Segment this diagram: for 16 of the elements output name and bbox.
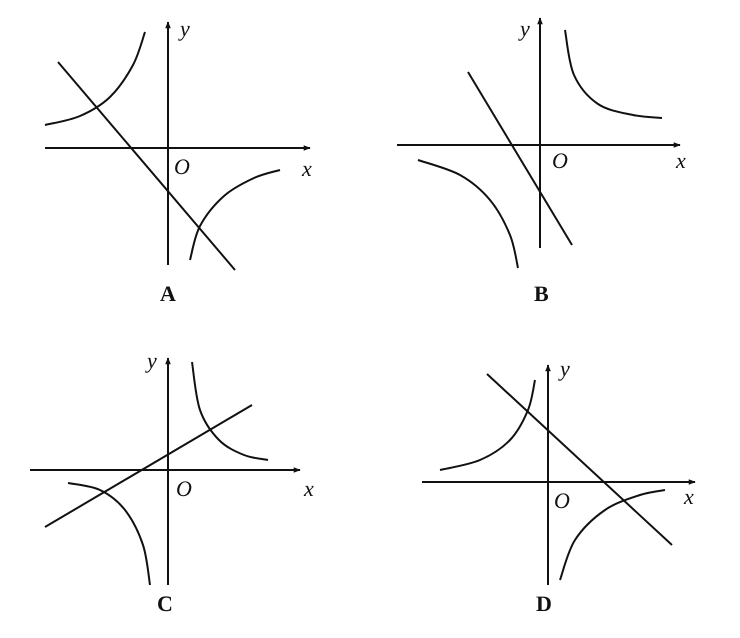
panel-label: A: [160, 283, 176, 305]
axis-label: y: [147, 350, 157, 372]
panel-label: D: [536, 593, 552, 615]
panel-label: C: [157, 593, 173, 615]
axis-label: x: [684, 486, 694, 508]
axis-label: x: [304, 478, 314, 500]
axis-label: x: [676, 150, 686, 172]
origin-label: O: [552, 150, 568, 172]
axis-label: y: [520, 18, 530, 40]
origin-label: O: [174, 156, 190, 178]
axis-label: x: [302, 158, 312, 180]
origin-label: O: [554, 490, 570, 512]
axis-label: y: [560, 358, 570, 380]
axis-label: y: [180, 18, 190, 40]
origin-label: O: [176, 478, 192, 500]
panel-label: B: [534, 283, 549, 305]
